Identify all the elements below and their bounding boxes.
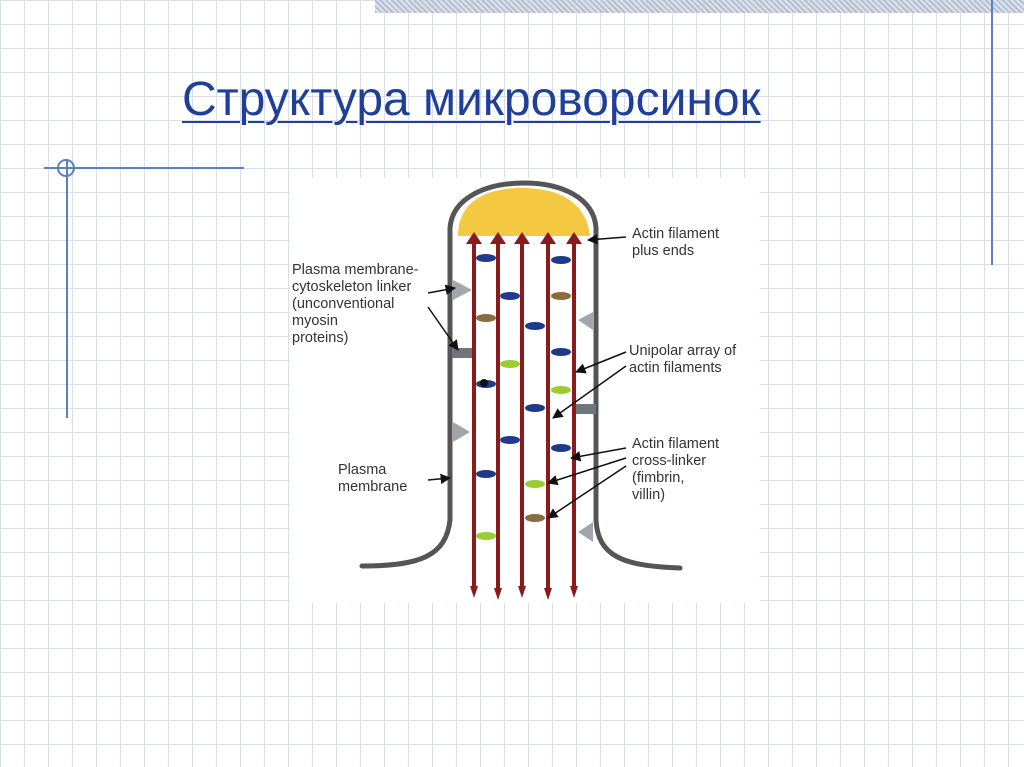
label-plus-ends: Actin filament plus ends (632, 226, 719, 260)
leader-membrane (427, 473, 452, 485)
crosslinker-blue (476, 254, 496, 262)
leader-unipolar-b (552, 365, 627, 419)
crosslinker-brown (476, 314, 496, 322)
leader-arrows (427, 234, 627, 519)
crosslinker-green (500, 360, 520, 368)
diagram-panel (290, 178, 760, 603)
crosslinker-blue (476, 470, 496, 478)
label-line: cross-linker (632, 453, 707, 469)
label-unipolar: Unipolar array of actin filaments (629, 343, 736, 377)
label-line: Plasma (338, 462, 387, 478)
plus-end-tip (566, 232, 582, 244)
left-accent-hline (44, 167, 244, 169)
label-line: villin) (632, 487, 666, 503)
plasma-membrane-outline (359, 180, 683, 571)
label-crosslinker: Actin filament cross-linker (fimbrin, vi… (632, 436, 719, 504)
slide-title: Структура микроворсинок (182, 73, 761, 126)
plus-end-tip (466, 232, 482, 244)
linker-triangle (453, 280, 472, 300)
linker-bar (576, 404, 596, 414)
label-line: Actin filament (632, 226, 720, 242)
label-line: Actin filament (632, 436, 720, 452)
crosslinker-blue (551, 348, 571, 356)
linker-triangle (453, 422, 470, 442)
right-accent-line (991, 0, 993, 265)
crosslinker-green (551, 386, 571, 394)
minus-end-tip (518, 586, 526, 598)
actin-plus-ends (466, 232, 582, 244)
villus-tip-cap (458, 188, 590, 236)
crosslinker-blue (525, 404, 545, 412)
leader-crosslinker-b (547, 457, 627, 486)
crosslinker-brown (551, 292, 571, 300)
minus-end-tip (470, 586, 478, 598)
label-line: (unconventional (292, 296, 395, 312)
leader-crosslinker-c (547, 465, 627, 519)
crosslinker-blue (551, 444, 571, 452)
label-linker: Plasma membrane- cytoskeleton linker (un… (292, 262, 419, 347)
plus-end-tip (514, 232, 530, 244)
plus-end-tip (490, 232, 506, 244)
actin-filaments (472, 238, 576, 594)
crosslinker-blue (551, 256, 571, 264)
linker-dot (480, 379, 488, 387)
leader-unipolar-a (575, 351, 627, 374)
linker-bar (452, 348, 472, 358)
minus-end-tip (544, 588, 552, 600)
linker-triangle (578, 312, 593, 330)
leader-linker-a (427, 284, 457, 295)
crosslinker-brown (525, 514, 545, 522)
crosslinker-blue (500, 436, 520, 444)
leader-plus-ends (586, 234, 627, 245)
label-membrane: Plasma membrane (338, 462, 407, 496)
label-line: Unipolar array of (629, 343, 737, 359)
crosslinker-green (476, 532, 496, 540)
crosslinker-green (525, 480, 545, 488)
label-line: (fimbrin, (632, 470, 685, 486)
leader-linker-b (427, 306, 459, 351)
label-line: actin filaments (629, 360, 722, 376)
linker-triangle (578, 522, 593, 542)
minus-end-tip (494, 588, 502, 600)
left-accent-line (66, 160, 68, 418)
label-line: plus ends (632, 243, 695, 259)
leader-crosslinker-a (569, 447, 627, 462)
label-line: cytoskeleton linker (292, 279, 412, 295)
actin-minus-ends (470, 586, 578, 600)
top-decorative-band (375, 0, 1024, 13)
label-line: proteins) (292, 330, 349, 346)
membrane-linkers (452, 280, 596, 542)
minus-end-tip (570, 586, 578, 598)
crosslinker-blue (500, 292, 520, 300)
label-line: myosin (292, 313, 338, 329)
plus-end-tip (540, 232, 556, 244)
label-line: membrane (338, 479, 408, 495)
label-line: Plasma membrane- (292, 262, 419, 278)
crosslinker-blue (525, 322, 545, 330)
